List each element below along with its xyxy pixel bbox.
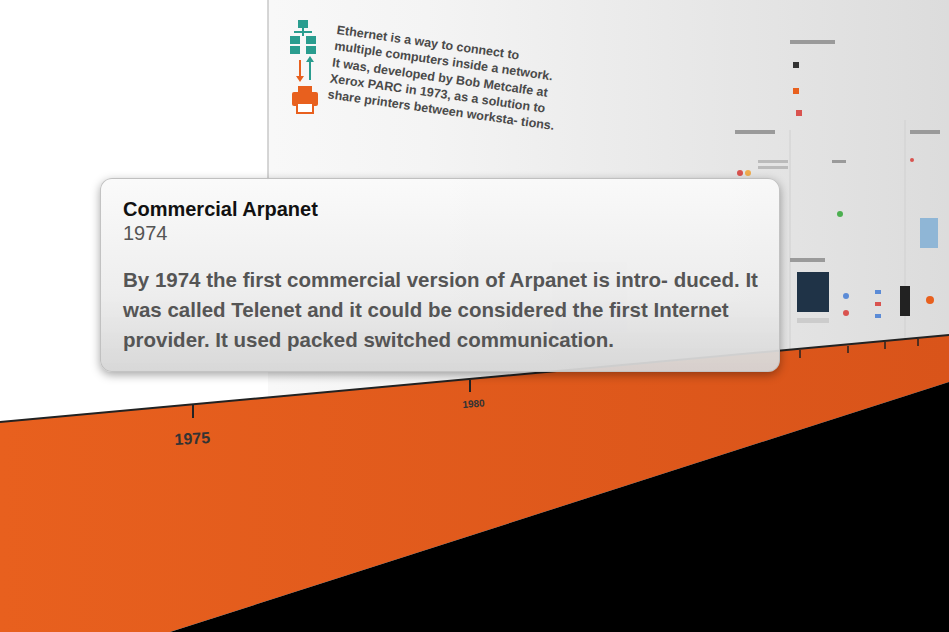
popup-year: 1974 — [123, 221, 765, 245]
year-label: 1975 — [174, 427, 235, 451]
year-label: 1980 — [462, 395, 503, 411]
info-popup: Commercial Arpanet1974 By 1974 the first … — [100, 178, 780, 372]
popup-body: By 1974 the first commercial version of … — [123, 265, 765, 355]
popup-title: Commercial Arpanet — [123, 197, 765, 221]
printer-icon — [292, 86, 318, 113]
network-icon — [290, 20, 316, 54]
